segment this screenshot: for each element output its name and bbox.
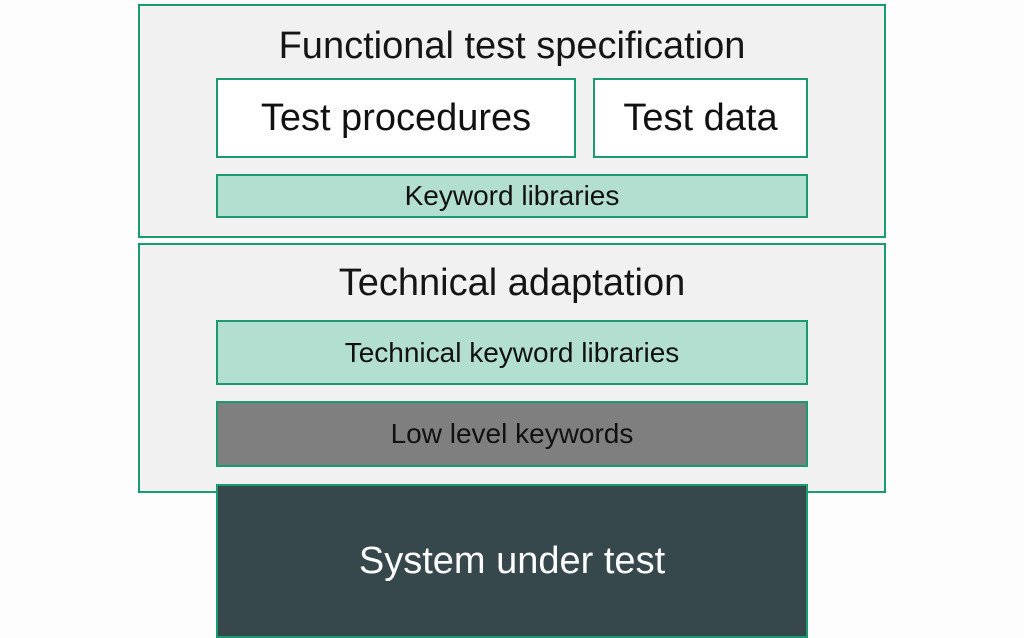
technical-keyword-libraries-box: Technical keyword libraries xyxy=(216,320,808,385)
low-level-keywords-box: Low level keywords xyxy=(216,401,808,467)
keyword-libraries-box: Keyword libraries xyxy=(216,174,808,218)
test-procedures-box: Test procedures xyxy=(216,78,576,158)
technical-keyword-libraries-label: Technical keyword libraries xyxy=(344,336,680,368)
test-data-label: Test data xyxy=(623,96,778,139)
technical-adaptation-title: Technical adaptation xyxy=(338,262,686,304)
system-under-test-label: System under test xyxy=(358,539,666,582)
functional-test-specification-title: Functional test specification xyxy=(278,25,746,67)
system-under-test-box: System under test xyxy=(216,484,808,638)
keyword-libraries-label: Keyword libraries xyxy=(404,180,620,211)
low-level-keywords-label: Low level keywords xyxy=(390,418,634,449)
test-procedures-label: Test procedures xyxy=(260,96,532,139)
test-data-box: Test data xyxy=(593,78,808,158)
